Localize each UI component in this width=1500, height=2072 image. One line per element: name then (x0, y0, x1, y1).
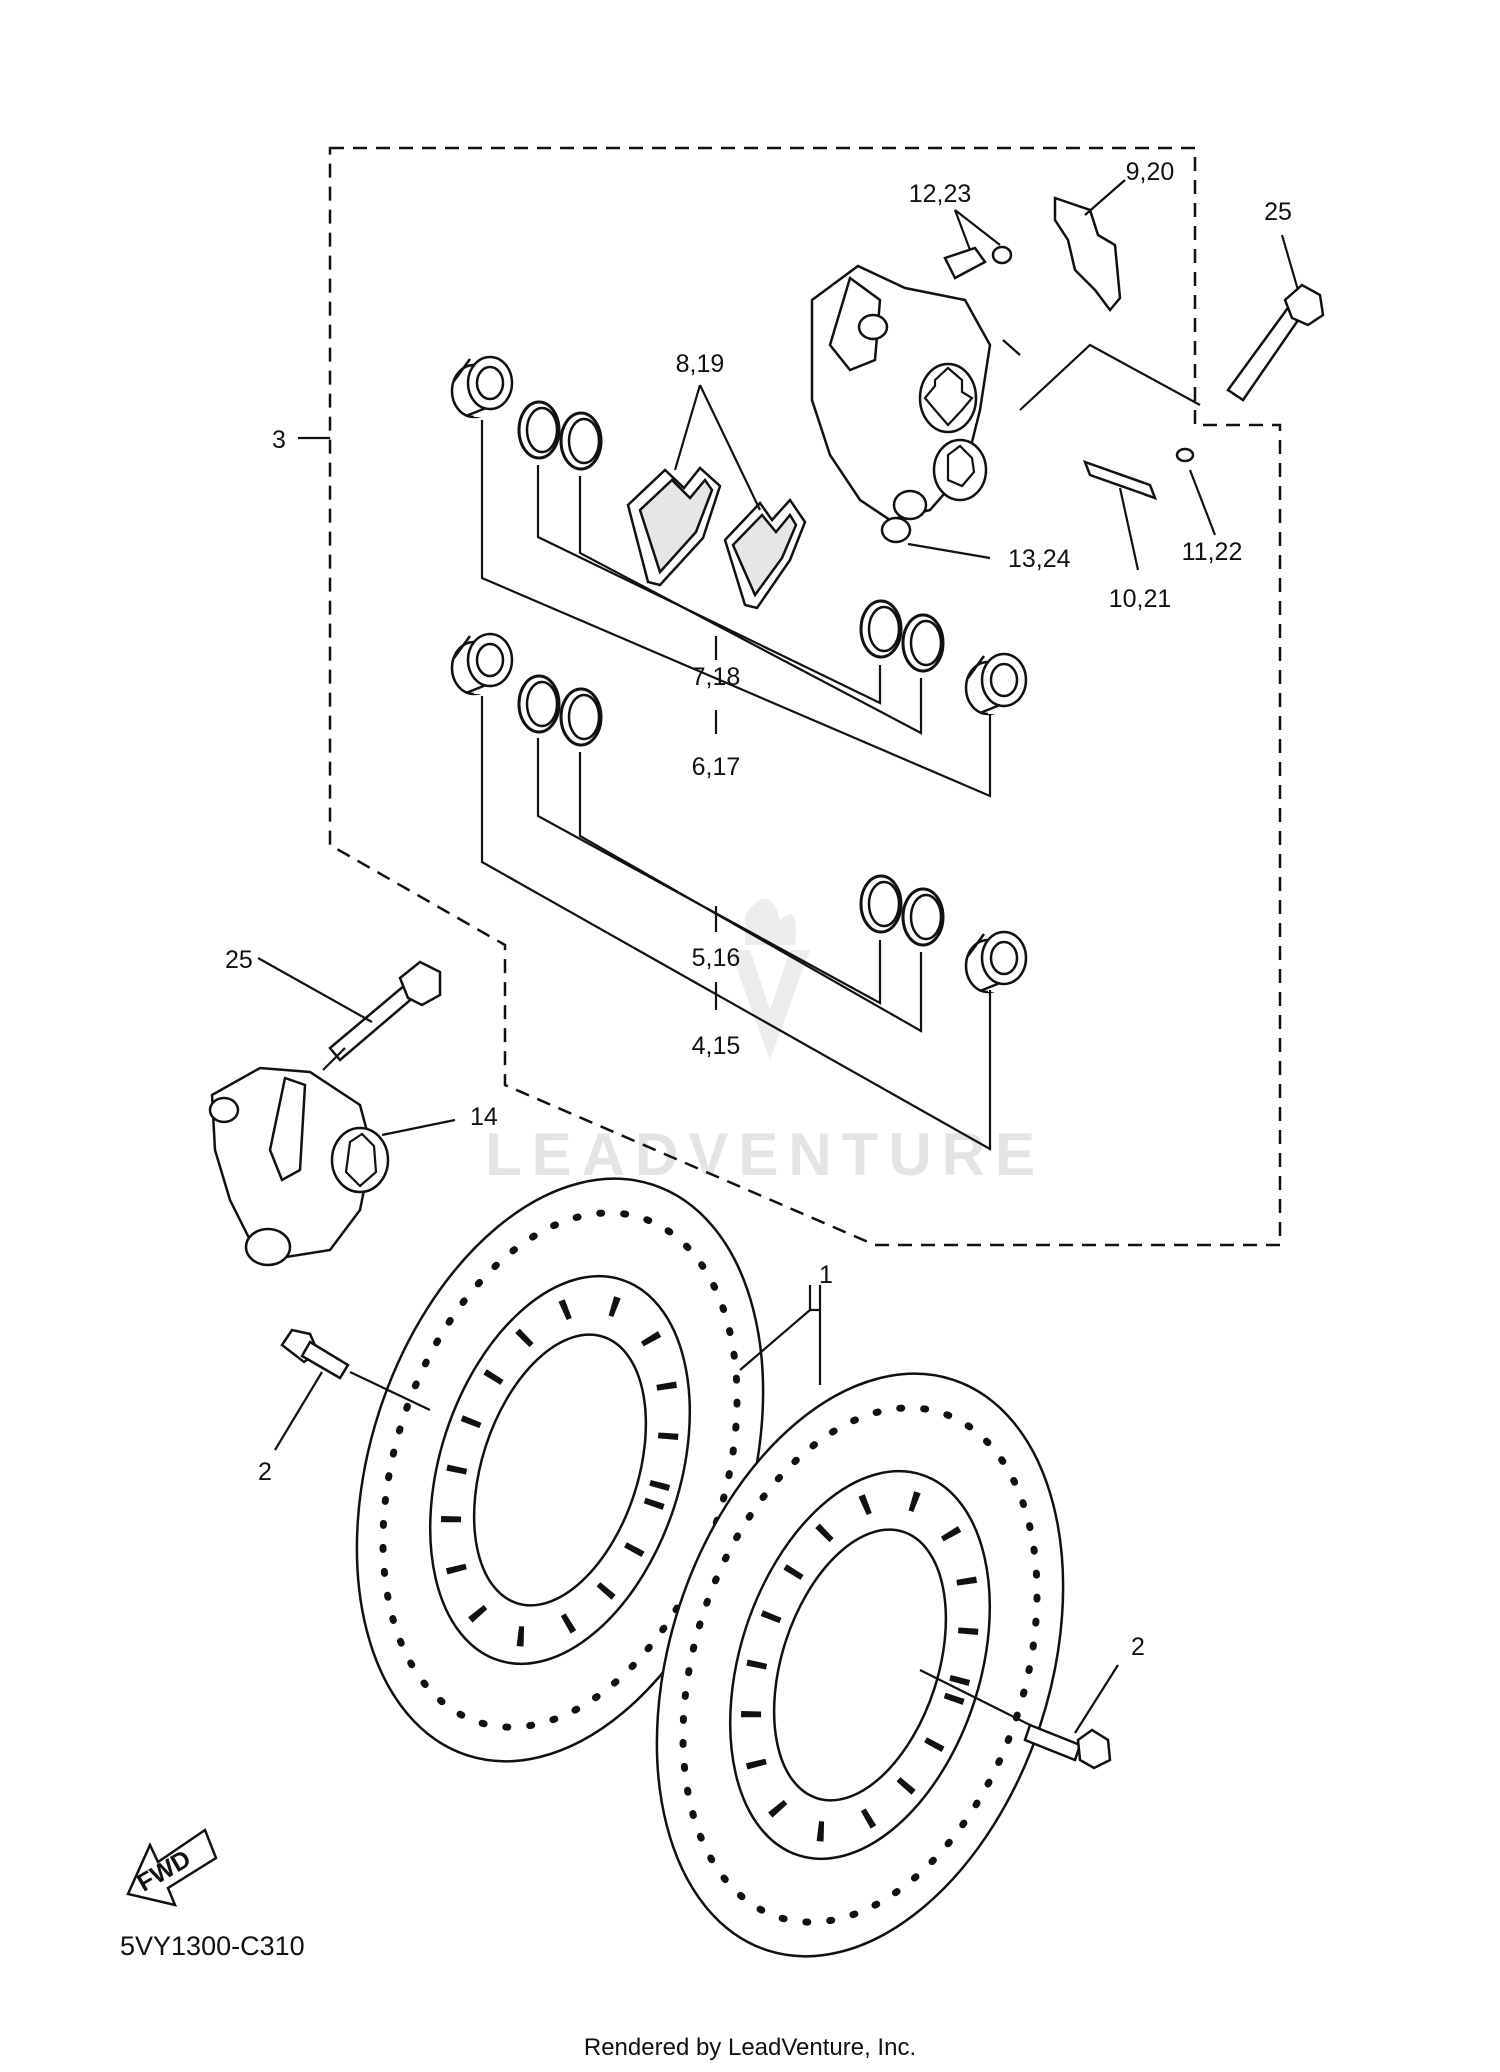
callout-13-24: 13,24 (1008, 545, 1071, 573)
callout-8-19: 8,19 (676, 350, 725, 378)
seal-part (859, 874, 903, 934)
caliper-bushing (880, 516, 912, 544)
callout-7-18: 7,18 (692, 663, 741, 691)
caliper-body (810, 264, 1021, 560)
pad-pin (1082, 447, 1217, 571)
callout-3: 3 (272, 426, 286, 454)
piston-part (964, 652, 1028, 716)
disc-bolt-right (919, 1664, 1119, 1770)
brake-pads (626, 384, 807, 610)
bleed-screw (943, 209, 1013, 280)
piston-part (964, 930, 1028, 994)
callout-9-20: 9,20 (1126, 158, 1175, 186)
brake-disc-right (655, 1372, 1065, 1958)
callout-14: 14 (470, 1103, 498, 1131)
caliper-bolt-left (257, 957, 442, 1071)
callout-4-15: 4,15 (692, 1032, 741, 1060)
assembled-caliper (208, 1066, 456, 1267)
seal-part (901, 613, 945, 673)
piston-part (450, 632, 514, 696)
fwd-arrow-icon: FWD (126, 1828, 218, 1907)
callout-6-17: 6,17 (692, 753, 741, 781)
callout-25-left: 25 (225, 946, 253, 974)
callout-25-upper: 25 (1264, 198, 1292, 226)
callout-2-right: 2 (1131, 1633, 1145, 1661)
callout-12-23: 12,23 (909, 180, 972, 208)
seal-part (901, 887, 945, 947)
seal-part (517, 400, 561, 460)
watermark: LEADVENTURE (485, 898, 1045, 1188)
brake-disc-left (355, 1177, 765, 1763)
upper-piston-group (450, 355, 1028, 798)
callout-10-21: 10,21 (1109, 585, 1172, 613)
callout-2-left: 2 (258, 1458, 272, 1486)
caliper-assembly-boundary (328, 146, 1282, 1247)
seal-part (859, 599, 903, 659)
diagram-code: 5VY1300-C310 (120, 1931, 305, 1961)
caliper-bolt-upper (1019, 234, 1325, 411)
watermark-text: LEADVENTURE (485, 1121, 1045, 1188)
lower-piston-group (450, 632, 1028, 1151)
callout-1: 1 (819, 1261, 833, 1289)
callout-11-22: 11,22 (1182, 538, 1243, 566)
seal-part (517, 674, 561, 734)
footer-credit: Rendered by LeadVenture, Inc. (584, 2034, 916, 2061)
disc-bolt-left (274, 1328, 431, 1451)
seal-part (559, 411, 603, 471)
piston-part (450, 355, 514, 419)
seal-part (559, 687, 603, 747)
callout-5-16: 5,16 (692, 944, 741, 972)
pad-spring (1053, 179, 1126, 313)
